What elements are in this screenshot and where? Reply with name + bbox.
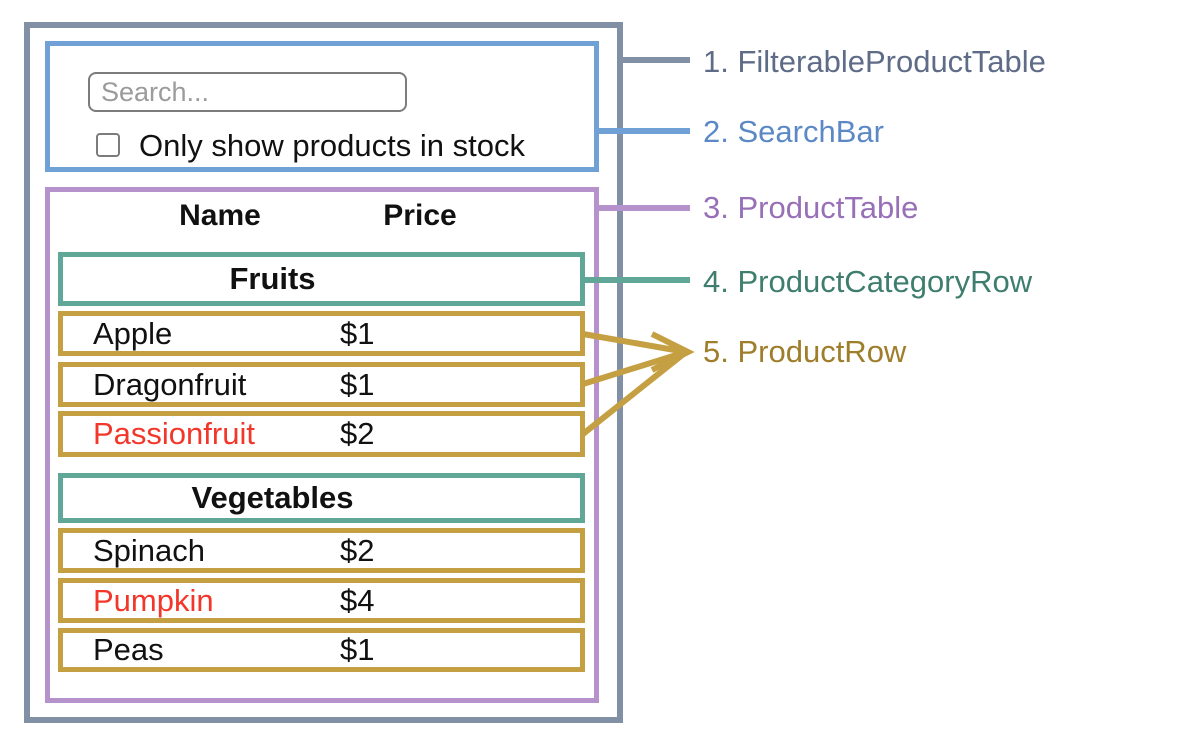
product-row: Spinach $2 bbox=[58, 528, 585, 573]
product-price: $4 bbox=[340, 582, 375, 618]
column-header-price: Price bbox=[383, 199, 457, 232]
product-row: Pumpkin $4 bbox=[58, 578, 585, 623]
label-product-table: 3. ProductTable bbox=[703, 190, 919, 225]
product-category-row: Fruits bbox=[58, 252, 585, 306]
product-price: $2 bbox=[340, 532, 375, 568]
product-price: $1 bbox=[340, 315, 375, 351]
category-label: Vegetables bbox=[191, 480, 354, 515]
product-name: Dragonfruit bbox=[93, 366, 247, 402]
product-price: $2 bbox=[340, 416, 375, 451]
product-row: Peas $1 bbox=[58, 628, 585, 672]
product-row: Dragonfruit $1 bbox=[58, 362, 585, 407]
product-name: Spinach bbox=[93, 532, 206, 568]
label-search-bar: 2. SearchBar bbox=[703, 114, 884, 149]
product-price: $1 bbox=[340, 366, 375, 402]
product-name: Pumpkin bbox=[93, 582, 214, 618]
category-label: Fruits bbox=[229, 261, 316, 296]
column-header-name: Name bbox=[179, 199, 261, 232]
product-row: Passionfruit $2 bbox=[58, 411, 585, 457]
label-product-row: 5. ProductRow bbox=[703, 334, 907, 369]
product-row-arrowhead bbox=[650, 331, 695, 373]
in-stock-checkbox[interactable] bbox=[96, 133, 120, 157]
label-product-category-row: 4. ProductCategoryRow bbox=[703, 264, 1033, 299]
product-name: Peas bbox=[93, 632, 164, 667]
in-stock-checkbox-label: Only show products in stock bbox=[139, 128, 525, 163]
search-input[interactable] bbox=[88, 72, 407, 112]
product-price: $1 bbox=[340, 632, 375, 667]
product-name: Apple bbox=[93, 315, 173, 351]
product-name: Passionfruit bbox=[93, 416, 255, 451]
product-category-row: Vegetables bbox=[58, 473, 585, 523]
product-row: Apple $1 bbox=[58, 311, 585, 356]
label-filterable-product-table: 1. FilterableProductTable bbox=[703, 44, 1046, 79]
